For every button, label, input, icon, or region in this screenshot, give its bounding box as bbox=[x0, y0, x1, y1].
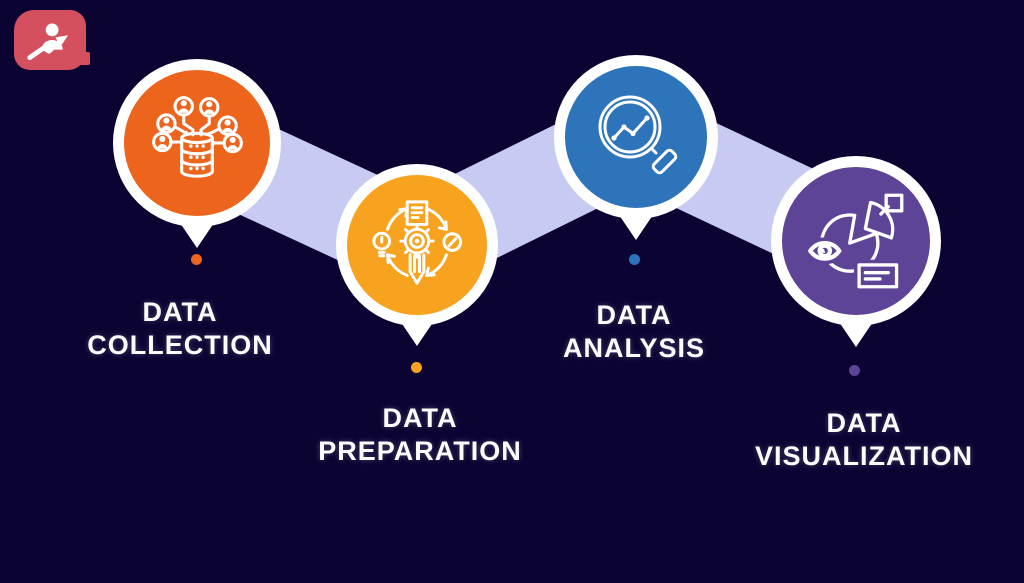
pie-chart-eye-icon bbox=[804, 193, 904, 292]
node-dot bbox=[411, 362, 422, 373]
eye-glyph bbox=[804, 237, 847, 265]
node-dot bbox=[191, 254, 202, 265]
node-dot bbox=[629, 254, 640, 265]
step-label-data-visualization: DATA VISUALIZATION bbox=[755, 407, 973, 473]
step-label-data-preparation: DATA PREPARATION bbox=[318, 402, 522, 468]
magnifier-trend-chart-icon bbox=[598, 95, 678, 175]
step-label-line1: DATA bbox=[382, 403, 458, 433]
step-circle-data-collection bbox=[113, 59, 281, 227]
user-avatars bbox=[152, 96, 243, 154]
step-label-line2: COLLECTION bbox=[87, 330, 273, 360]
step-label-line2: PREPARATION bbox=[318, 436, 522, 466]
step-label-line2: VISUALIZATION bbox=[755, 441, 973, 471]
brand-logo bbox=[14, 10, 90, 70]
process-gear-pencil-icon bbox=[372, 200, 463, 285]
step-label-line1: DATA bbox=[826, 408, 902, 438]
database-users-icon bbox=[152, 96, 243, 178]
step-label-data-analysis: DATA ANALYSIS bbox=[563, 299, 705, 365]
step-label-line1: DATA bbox=[596, 300, 672, 330]
report-card-glyph bbox=[853, 259, 902, 292]
person-growth-arrow-icon bbox=[27, 23, 69, 60]
node-dot bbox=[849, 365, 860, 376]
step-circle-data-visualization bbox=[771, 156, 941, 326]
step-circle-data-analysis bbox=[554, 55, 718, 219]
step-label-line1: DATA bbox=[142, 297, 218, 327]
step-label-line2: ANALYSIS bbox=[562, 333, 706, 363]
step-circle-data-preparation bbox=[336, 164, 498, 326]
step-label-data-collection: DATA COLLECTION bbox=[87, 296, 273, 362]
